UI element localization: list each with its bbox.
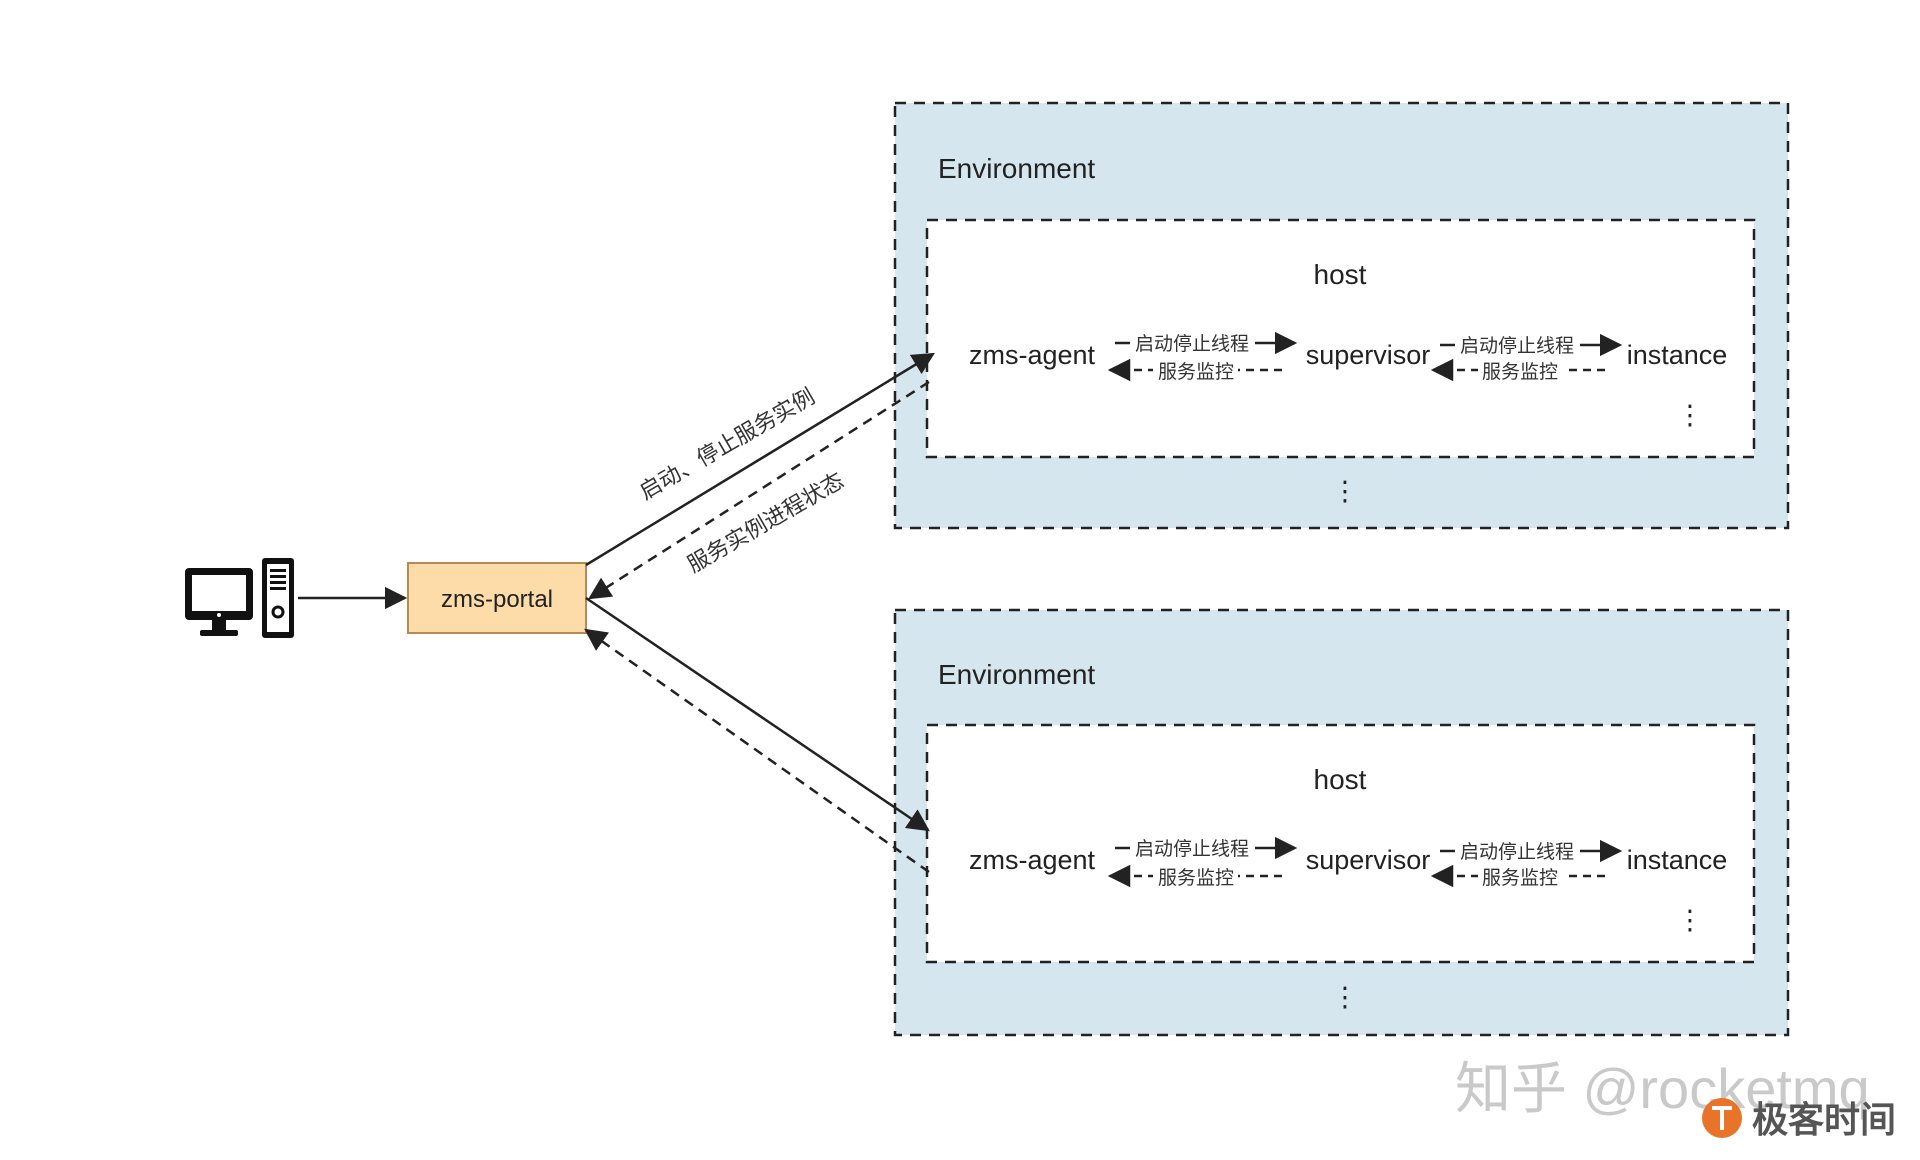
portal-node: zms-portal bbox=[407, 562, 587, 634]
zhihu-watermark: 知乎 @rocketmq bbox=[1455, 1057, 1870, 1120]
host-1-edge-agent-supervisor-back-label: 服务监控 bbox=[1158, 361, 1234, 383]
environment-2: Environment host zms-agent supervisor in… bbox=[893, 608, 1790, 1037]
host-2-node-zms-agent: zms-agent bbox=[969, 845, 1096, 875]
host-2-node-supervisor: supervisor bbox=[1306, 845, 1431, 875]
command-link-label: 启动、停止服务实例 bbox=[635, 384, 819, 505]
host-2-edge-agent-supervisor-back-label: 服务监控 bbox=[1158, 867, 1234, 889]
host-2-node-instance: instance bbox=[1627, 845, 1728, 875]
environment-2-title: Environment bbox=[938, 659, 1095, 690]
host-2-edge-supervisor-instance-back-label: 服务监控 bbox=[1482, 867, 1558, 889]
host-1-box bbox=[925, 218, 1756, 459]
host-1-edge-supervisor-instance-forward-label: 启动停止线程 bbox=[1460, 335, 1574, 357]
host-2-to-portal-status-arrow bbox=[584, 628, 930, 874]
host-1-edge-agent-supervisor-forward-label: 启动停止线程 bbox=[1135, 333, 1249, 355]
host-1-node-instance: instance bbox=[1627, 340, 1728, 370]
host-2-edge-agent-supervisor-forward-label: 启动停止线程 bbox=[1135, 838, 1249, 860]
portal-box bbox=[407, 562, 587, 634]
host-2-edge-supervisor-instance-forward-label: 启动停止线程 bbox=[1460, 841, 1574, 863]
environment-1-more-ellipsis: ⋮ bbox=[1332, 476, 1359, 506]
portal-to-host-1-command-arrow bbox=[585, 352, 935, 567]
host-2-box bbox=[925, 723, 1756, 964]
portal-label: zms-portal bbox=[441, 586, 553, 613]
environment-1: Environment host zms-agent supervisor in… bbox=[893, 101, 1790, 530]
host-1-node-supervisor: supervisor bbox=[1306, 340, 1431, 370]
host-2-more-ellipsis: ⋮ bbox=[1677, 905, 1704, 935]
desktop-tower-icon bbox=[262, 558, 294, 638]
computer-monitor-icon bbox=[185, 568, 253, 636]
brand-logo-text: 极客时间 bbox=[1752, 1099, 1896, 1140]
environment-2-more-ellipsis: ⋮ bbox=[1332, 982, 1359, 1012]
environment-1-title: Environment bbox=[938, 153, 1095, 184]
host-2-title: host bbox=[1314, 764, 1367, 795]
host-1-edge-supervisor-instance-back-label: 服务监控 bbox=[1482, 361, 1558, 383]
geekbang-logo-icon bbox=[1702, 1098, 1742, 1138]
portal-to-host-2-command-arrow bbox=[585, 596, 930, 832]
host-1-more-ellipsis: ⋮ bbox=[1677, 400, 1704, 430]
host-1-node-zms-agent: zms-agent bbox=[969, 340, 1096, 370]
host-1-title: host bbox=[1314, 259, 1367, 290]
